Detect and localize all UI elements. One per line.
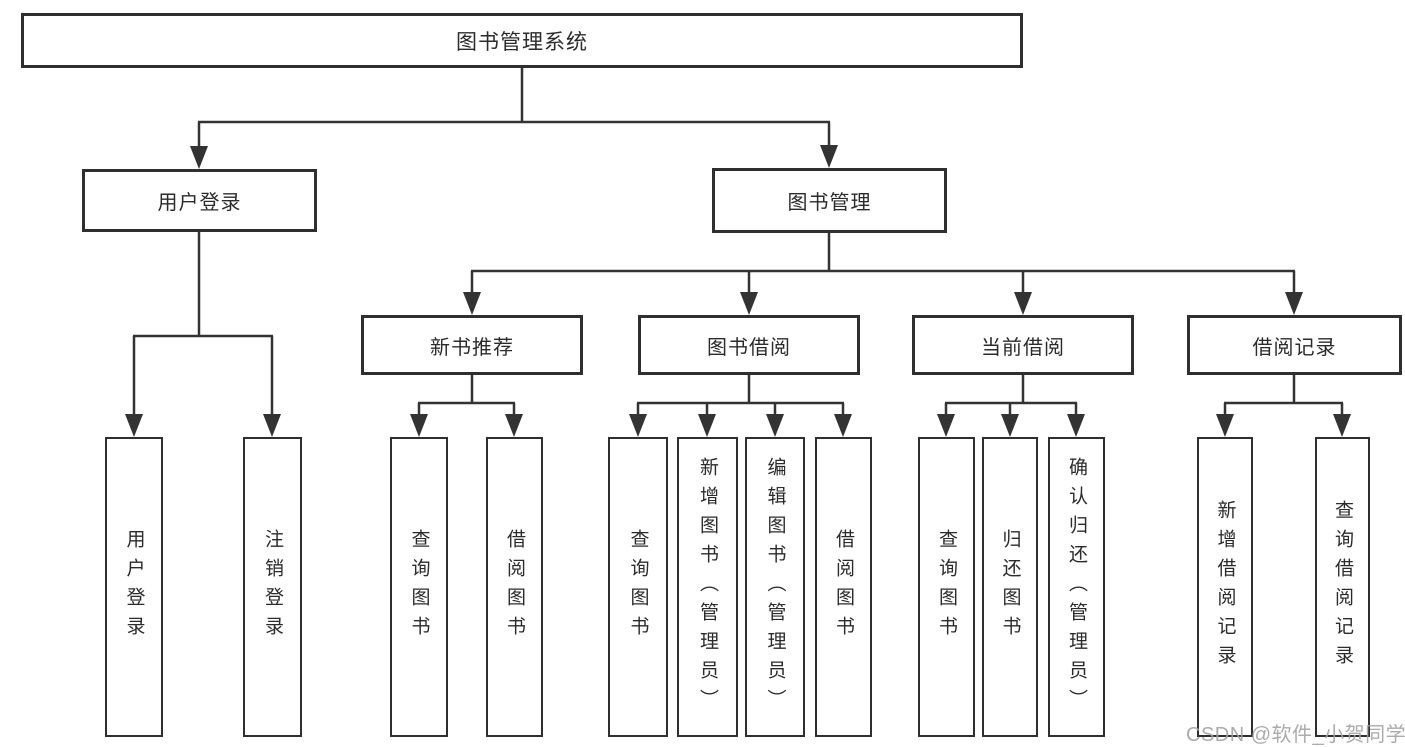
node-book-borrowing: 图书借阅: [638, 315, 860, 375]
leaf-query-books-current: 查询图书: [918, 437, 975, 737]
connector-root-to-level2: [190, 68, 838, 169]
connector-currentborrow-to-leaves: [937, 375, 1085, 437]
node-new-book-recommendation: 新书推荐: [361, 315, 583, 375]
leaf-borrow-books: 借阅图书: [815, 437, 872, 737]
leaf-add-borrow-record: 新增借阅记录: [1197, 437, 1253, 737]
node-user-login: 用户登录: [82, 169, 317, 232]
leaf-return-books: 归还图书: [982, 437, 1038, 737]
leaf-add-books-admin: 新增图书（管理员）: [677, 437, 738, 737]
node-current-borrowing: 当前借阅: [912, 315, 1134, 375]
connector-bookmgmt-to-level3: [463, 233, 1303, 315]
node-root-system: 图书管理系统: [21, 13, 1023, 68]
leaf-confirm-return-admin: 确认归还（管理员）: [1048, 437, 1105, 737]
connector-bookborrow-to-leaves: [629, 375, 852, 437]
connector-newbook-to-leaves: [410, 375, 523, 437]
node-borrowing-records: 借阅记录: [1187, 315, 1402, 375]
leaf-user-login: 用户登录: [105, 437, 163, 737]
leaf-borrow-books-recommend: 借阅图书: [486, 437, 543, 737]
leaf-edit-books-admin: 编辑图书（管理员）: [745, 437, 805, 737]
node-book-management: 图书管理: [712, 168, 947, 233]
leaf-query-borrow-record: 查询借阅记录: [1315, 437, 1370, 737]
connector-records-to-leaves: [1216, 375, 1351, 437]
watermark: CSDN @软件_小贺同学: [1186, 724, 1405, 746]
connector-userlogin-to-leaves: [125, 232, 281, 437]
leaf-query-books-recommend: 查询图书: [390, 437, 448, 737]
leaf-query-books-borrowing: 查询图书: [608, 437, 668, 737]
leaf-logout: 注销登录: [243, 437, 302, 737]
